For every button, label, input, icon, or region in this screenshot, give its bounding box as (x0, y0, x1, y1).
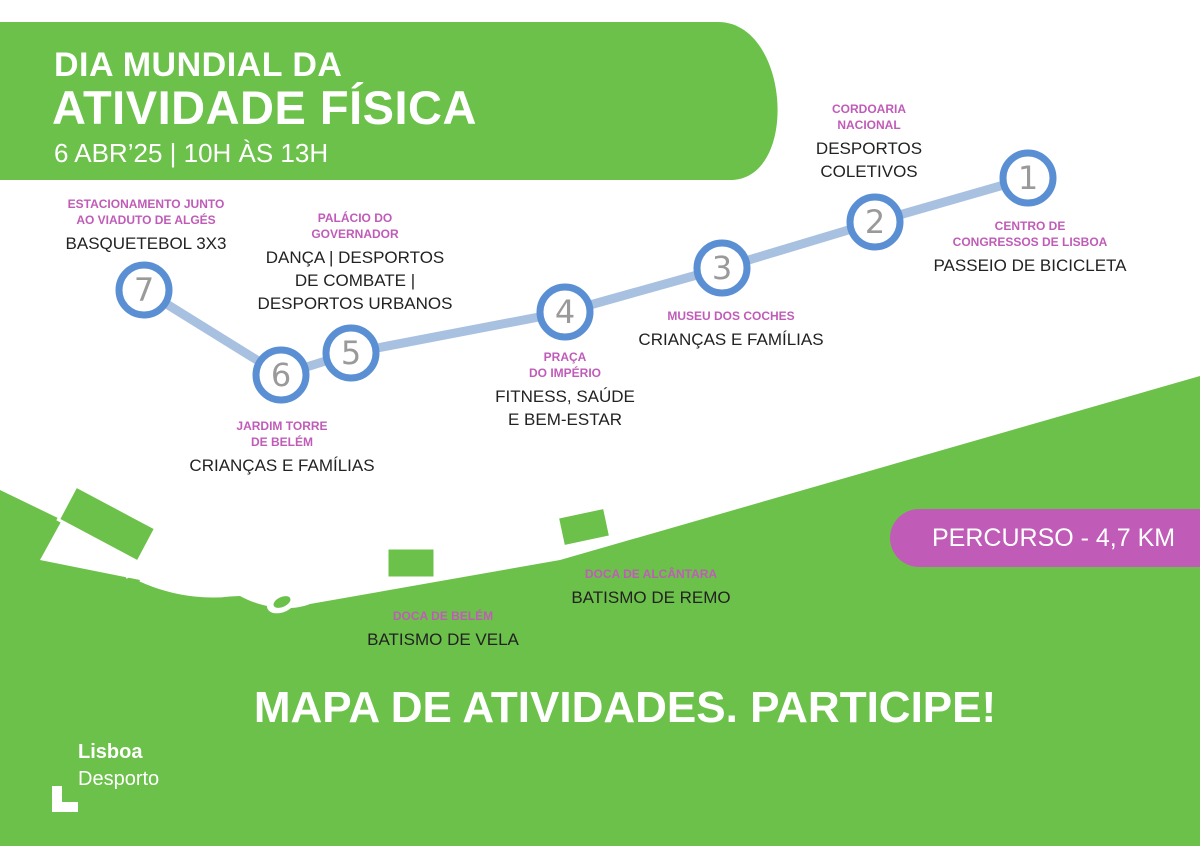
logo-line-1: Lisboa (78, 741, 143, 763)
stop-number-1: 1 (1017, 159, 1039, 197)
place-name: JARDIM TORRE (236, 419, 328, 433)
call-to-action: MAPA DE ATIVIDADES. PARTICIPE! (253, 683, 997, 732)
place-name: DE BELÉM (250, 435, 314, 449)
activity-name: BASQUETEBOL 3X3 (65, 234, 227, 253)
belem-tower-icon (266, 590, 298, 614)
logo-mark-icon (52, 786, 78, 812)
stop-label-1: CENTRO DE CONGRESSOS DE LISBOA PASSEIO D… (933, 218, 1126, 277)
stop-number-3: 3 (711, 249, 733, 287)
stop-number-5: 5 (340, 334, 362, 372)
place-name: ESTACIONAMENTO JUNTO (67, 197, 225, 211)
stop-number-7: 7 (133, 271, 155, 309)
stop-number-6: 6 (270, 356, 292, 394)
activity-name: COLETIVOS (820, 162, 918, 181)
activity-name: CRIANÇAS E FAMÍLIAS (638, 330, 824, 349)
stop-circle-1 (999, 149, 1057, 207)
place-name: MUSEU DOS COCHES (667, 309, 795, 323)
place-name: DOCA DE BELÉM (392, 609, 494, 623)
place-name: NACIONAL (837, 118, 901, 132)
logo-line-2: Desporto (78, 768, 160, 790)
stop-label-5: PALÁCIO DO GOVERNADOR DANÇA | DESPORTOS … (258, 210, 453, 315)
stop-label-2: CORDOARIA NACIONAL DESPORTOS COLETIVOS (816, 101, 922, 183)
activity-name: DANÇA | DESPORTOS (265, 248, 445, 267)
event-date-time: 6 ABR’25 | 10H ÀS 13H (54, 138, 329, 168)
pier-shapes (56, 484, 613, 580)
activity-name: BATISMO DE VELA (367, 630, 519, 649)
place-name: PRAÇA (543, 350, 587, 364)
header-banner (0, 22, 778, 180)
place-name: PALÁCIO DO (317, 211, 393, 225)
place-name: AO VIADUTO DE ALGÉS (76, 213, 216, 227)
stop-circle-7 (115, 261, 173, 319)
stop-circle-2 (846, 193, 904, 251)
stop-label-3: MUSEU DOS COCHES CRIANÇAS E FAMÍLIAS (638, 308, 823, 351)
stop-number-2: 2 (864, 203, 886, 241)
place-name: DO IMPÉRIO (528, 366, 601, 380)
stop-label-7: ESTACIONAMENTO JUNTO AO VIADUTO DE ALGÉS… (66, 196, 227, 255)
activity-name: DESPORTOS URBANOS (257, 294, 453, 313)
place-name: DOCA DE ALCÂNTARA (584, 567, 718, 581)
route-distance-badge: PERCURSO - 4,7 KM (890, 509, 1200, 567)
place-name: CENTRO DE (994, 219, 1066, 233)
pier-line (110, 551, 130, 579)
dock-label-belem: DOCA DE BELÉM BATISMO DE VELA (367, 608, 519, 651)
stop-circle-6 (252, 346, 310, 404)
stop-circle-5 (322, 324, 380, 382)
stop-circle-4 (536, 283, 594, 341)
activity-name: CRIANÇAS E FAMÍLIAS (189, 456, 375, 475)
stop-number-4: 4 (554, 293, 576, 331)
activity-name: FITNESS, SAÚDE (495, 387, 635, 406)
title-line-1: DIA MUNDIAL DA (54, 46, 343, 84)
coastline-detail (139, 578, 246, 598)
activity-name: BATISMO DE REMO (571, 588, 731, 607)
stop-circle-3 (693, 239, 751, 297)
place-name: GOVERNADOR (311, 227, 399, 241)
activity-name: DE COMBATE | (294, 271, 416, 290)
land-area (0, 376, 1200, 846)
stop-circles (115, 149, 1057, 404)
stop-label-6: JARDIM TORRE DE BELÉM CRIANÇAS E FAMÍLIA… (189, 418, 374, 477)
activity-name: E BEM-ESTAR (508, 410, 622, 429)
title-line-2: ATIVIDADE FÍSICA (52, 81, 477, 134)
dock-label-alcantara: DOCA DE ALCÂNTARA BATISMO DE REMO (571, 566, 730, 609)
stop-label-4: PRAÇA DO IMPÉRIO FITNESS, SAÚDE E BEM-ES… (495, 349, 635, 431)
activity-name: PASSEIO DE BICICLETA (933, 256, 1127, 275)
place-name: CONGRESSOS DE LISBOA (952, 235, 1108, 249)
activity-name: DESPORTOS (815, 139, 923, 158)
place-name: CORDOARIA (831, 102, 906, 116)
